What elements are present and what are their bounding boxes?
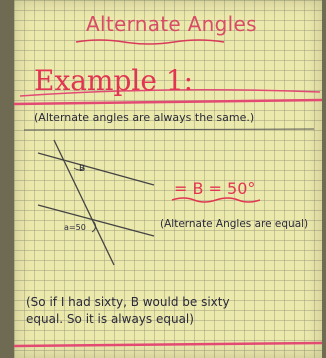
explanation-line-2: equal. So it is always equal) — [26, 312, 194, 326]
equation-underline — [171, 197, 261, 203]
angle-label-given: a=50 — [64, 223, 86, 232]
pink-rule-top — [14, 98, 322, 106]
pink-rule-bottom — [14, 341, 322, 348]
angle-label-b: B — [79, 164, 86, 174]
transversal-line — [53, 139, 115, 266]
example-heading: Example 1: — [34, 64, 194, 97]
equation-text: = B = 50° — [174, 179, 256, 198]
parallel-line-top — [37, 152, 155, 186]
page-title: Alternate Angles — [86, 12, 257, 36]
explanation-line-1: (So if I had sixty, B would be sixty — [26, 295, 230, 309]
handwriting-decorations — [14, 39, 322, 348]
angle-arc-b — [73, 167, 85, 171]
example-underline — [19, 89, 321, 97]
notebook-page: Alternate Angles Example 1: (Alternate a… — [14, 0, 322, 358]
title-underline — [75, 39, 225, 45]
reason-text: (Alternate Angles are equal) — [160, 218, 309, 230]
note-text: (Alternate angles are always the same.) — [34, 111, 255, 124]
angle-arc-given — [91, 221, 97, 233]
parallel-line-bottom — [37, 204, 155, 237]
note-underline — [23, 128, 315, 131]
